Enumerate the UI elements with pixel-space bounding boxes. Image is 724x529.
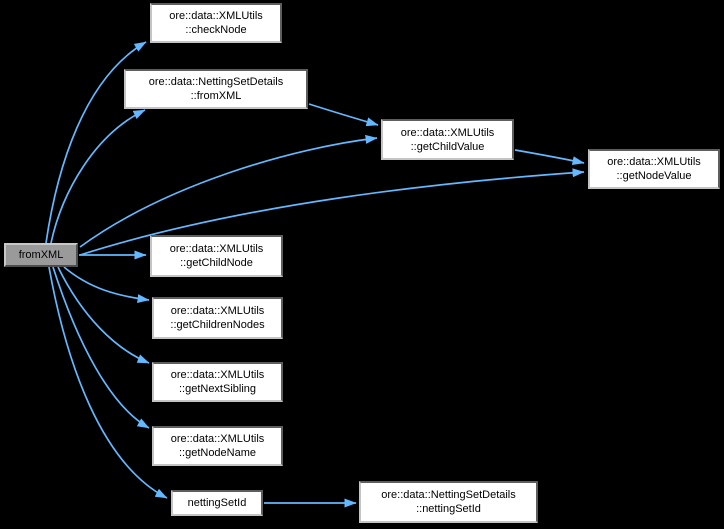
node-label-line2: ::checkNode <box>185 24 247 36</box>
node-label-line2: ::getChildNode <box>180 257 253 269</box>
edge-fromxml-to-getchildrennodes <box>63 266 150 303</box>
node-label-line2: ::getChildValue <box>410 140 485 153</box>
edge-nettingsetdetails-fromxml-to-getchildvalue <box>308 103 379 127</box>
node-xmlutils-getnodevalue[interactable]: ore::data::XMLUtils ::getNodeValue <box>588 149 720 189</box>
node-label-line1: ore::data::XMLUtils <box>400 126 495 139</box>
node-label-line1: ore::data::XMLUtils <box>169 243 264 255</box>
node-label-line2: ::nettingSetId <box>416 503 481 515</box>
node-label: nettingSetId <box>187 497 247 509</box>
edge-fromxml-to-checknode <box>45 41 147 244</box>
edge-fromxml-to-getnodename <box>52 266 150 429</box>
edge-fromxml-to-nettingsetid <box>48 266 168 499</box>
node-label-line1: ore::data::NettingSetDetails <box>381 489 516 501</box>
node-xmlutils-getnodename[interactable]: ore::data::XMLUtils ::getNodeName <box>152 426 283 466</box>
node-label-line1: ore::data::XMLUtils <box>607 156 701 168</box>
node-label-line2: ::getNextSibling <box>178 383 257 395</box>
node-label-line2: ::getNodeName <box>178 447 257 459</box>
edge-fromxml-to-getnodevalue <box>79 168 585 256</box>
node-xmlutils-getchildvalue[interactable]: ore::data::XMLUtils ::getChildValue <box>381 119 514 160</box>
node-label-line1: ore::data::XMLUtils <box>170 369 265 381</box>
node-xmlutils-getchildnode[interactable]: ore::data::XMLUtils ::getChildNode <box>150 235 283 277</box>
edge-fromxml-to-getchildvalue <box>79 134 378 248</box>
node-label-line1: ore::data::XMLUtils <box>170 433 265 445</box>
node-label: fromXML <box>18 249 64 261</box>
node-label-line2: ::getChildrenNodes <box>170 319 265 331</box>
node-nettingsetid[interactable]: nettingSetId <box>171 490 263 516</box>
node-label-line1: ore::data::XMLUtils <box>170 305 265 317</box>
node-xmlutils-getnextsibling[interactable]: ore::data::XMLUtils ::getNextSibling <box>152 362 283 402</box>
node-label-line1: ore::data::NettingSetDetails <box>148 76 284 88</box>
node-label-line2: ::fromXML <box>190 90 242 102</box>
node-label-line2: ::getNodeValue <box>616 170 692 182</box>
edge-fromxml-to-getnextsibling <box>57 266 150 364</box>
node-xmlutils-getchildrennodes[interactable]: ore::data::XMLUtils ::getChildrenNodes <box>152 297 283 339</box>
node-xmlutils-checknode[interactable]: ore::data::XMLUtils ::checkNode <box>150 3 282 43</box>
node-nettingsetdetails-nettingsetid[interactable]: ore::data::NettingSetDetails ::nettingSe… <box>359 481 538 523</box>
node-label-line1: ore::data::XMLUtils <box>169 10 263 22</box>
edge-fromxml-to-nettingsetdetails-fromxml <box>50 109 146 244</box>
node-nettingsetdetails-fromxml[interactable]: ore::data::NettingSetDetails ::fromXML <box>124 69 308 109</box>
edge-getchildvalue-to-getnodevalue <box>514 149 585 166</box>
node-fromxml-root: fromXML <box>4 243 78 267</box>
